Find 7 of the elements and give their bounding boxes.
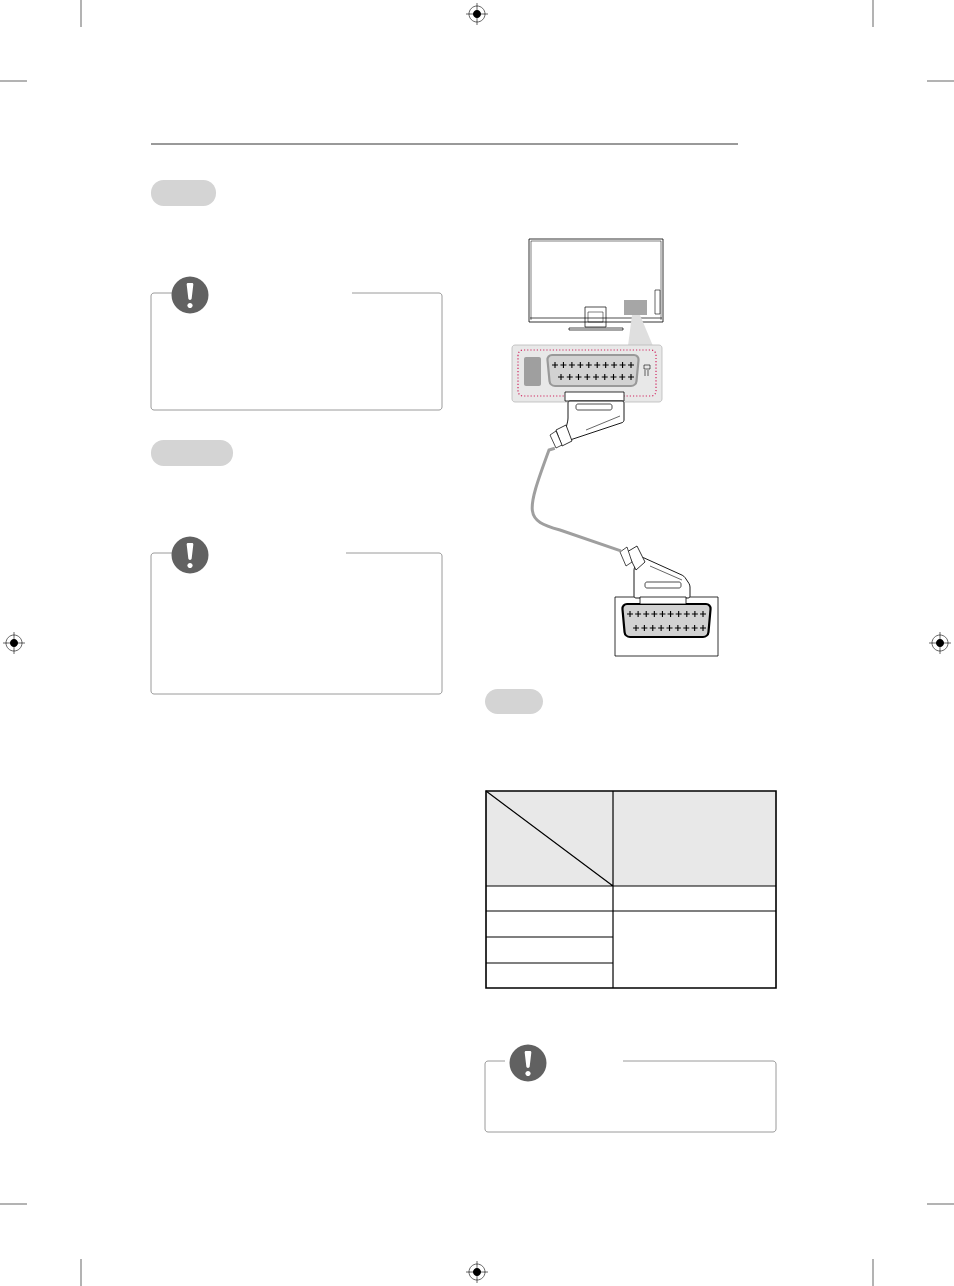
heading-pill [485, 689, 543, 714]
scart-plug-drawing [549, 391, 625, 449]
connector-panel [511, 344, 663, 403]
cable [530, 446, 622, 553]
heading-pill [151, 180, 216, 206]
heading-pill [151, 440, 233, 466]
scart-plug-drawing [619, 545, 691, 605]
